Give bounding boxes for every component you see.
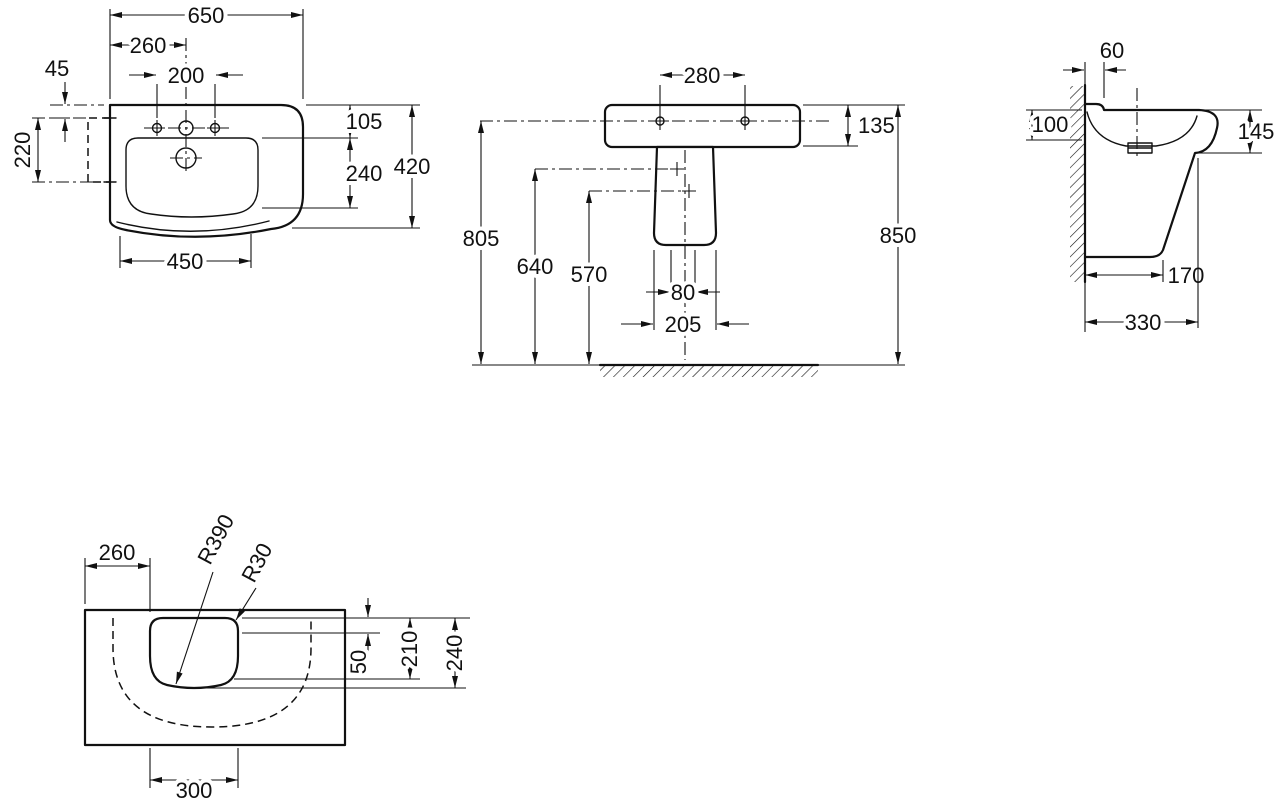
radius-callout-r30: R30 [232, 535, 281, 621]
dimension-side-170: 170 [1085, 259, 1208, 292]
view-front-elevation: 280 135 805 640 570 850 [459, 59, 920, 377]
dimension-plan-260: 260 [110, 29, 186, 62]
dim-label-280: 280 [684, 63, 721, 88]
dimension-front-805: 805 [459, 121, 503, 364]
dim-label-850: 850 [880, 223, 917, 248]
dim-label-300: 300 [176, 778, 213, 800]
dim-label-105: 105 [346, 109, 383, 134]
dimension-cutout-260: 260 [84, 536, 151, 612]
dim-label-640: 640 [517, 254, 554, 279]
dim-label-60: 60 [1100, 38, 1124, 63]
dim-label-cutout-260: 260 [99, 540, 136, 565]
dimension-front-205: 205 [621, 250, 749, 341]
ground-hatch [600, 366, 818, 377]
dim-label-100: 100 [1032, 112, 1069, 137]
dimension-front-80: 80 [646, 250, 720, 309]
faucet-hole-center [178, 120, 194, 136]
dim-label-420: 420 [394, 154, 431, 179]
basin-inner-bowl [125, 137, 259, 218]
basin-front-edge-line [116, 220, 270, 232]
dim-label-210: 210 [397, 631, 422, 668]
fixing-mark-bottom [103, 176, 117, 188]
dim-label-145: 145 [1238, 119, 1275, 144]
view-plan: 650 260 200 45 220 [6, 0, 434, 278]
dimension-front-570: 570 [567, 191, 611, 364]
dimension-cutout-50: 50 [242, 598, 470, 678]
dim-label-220: 220 [10, 132, 35, 169]
basin-dashed-outline [112, 618, 312, 728]
dimension-cutout-210: 210 [234, 618, 426, 680]
dim-label-80: 80 [671, 280, 695, 305]
view-countertop-cutout: 260 R390 R30 50 210 240 [83, 506, 471, 800]
dim-label-135: 135 [858, 113, 895, 138]
dim-label-170: 170 [1168, 263, 1205, 288]
dim-label-570: 570 [571, 262, 608, 287]
dimension-front-135: 135 [845, 105, 899, 146]
dim-label-cutout-240: 240 [442, 635, 467, 672]
dimension-front-850: 850 [876, 105, 920, 364]
dim-label-240: 240 [346, 161, 383, 186]
dim-label-450: 450 [167, 249, 204, 274]
fixing-mark-top [103, 112, 117, 124]
dim-label-330: 330 [1125, 310, 1162, 335]
dimension-cutout-300: 300 [149, 748, 239, 800]
dim-label-260: 260 [130, 33, 167, 58]
dimension-plan-450: 450 [119, 234, 252, 278]
countertop [83, 608, 347, 747]
semi-pedestal [652, 145, 718, 247]
dim-label-205: 205 [665, 312, 702, 337]
dim-label-650: 650 [188, 3, 225, 28]
dim-label-r390: R390 [192, 510, 239, 568]
dim-label-45: 45 [45, 56, 69, 81]
dimension-plan-45: 45 [41, 52, 104, 142]
dim-label-r30: R30 [236, 539, 277, 586]
dim-label-50: 50 [346, 650, 371, 674]
dimension-plan-200: 200 [129, 59, 243, 118]
wall-hatch [1070, 86, 1085, 282]
basin-side-profile [1083, 102, 1219, 259]
dimension-cutout-240: 240 [198, 618, 471, 689]
dimension-plan-220: 220 [6, 117, 104, 183]
overflow-grid [1127, 142, 1153, 154]
bowl-section-line [1086, 111, 1198, 147]
dim-label-200: 200 [168, 63, 205, 88]
dimension-plan-420: 420 [292, 105, 434, 229]
dim-label-805: 805 [463, 226, 500, 251]
dimension-side-100: 100 [1026, 108, 1082, 141]
dimension-front-640: 640 [513, 169, 557, 364]
dimension-side-330: 330 [1085, 158, 1199, 339]
basin-front [603, 103, 802, 149]
overflow-dashed-box [87, 117, 110, 183]
dimension-plan-105-240: 105 240 [262, 104, 420, 209]
dimension-front-280: 280 [659, 59, 746, 112]
dimension-plan-650: 650 [109, 0, 304, 99]
view-side-section: 60 100 145 170 330 [1026, 34, 1278, 339]
cutout-opening [148, 616, 240, 690]
dimension-side-145: 145 [1199, 109, 1278, 154]
dimension-side-60: 60 [1063, 34, 1128, 98]
